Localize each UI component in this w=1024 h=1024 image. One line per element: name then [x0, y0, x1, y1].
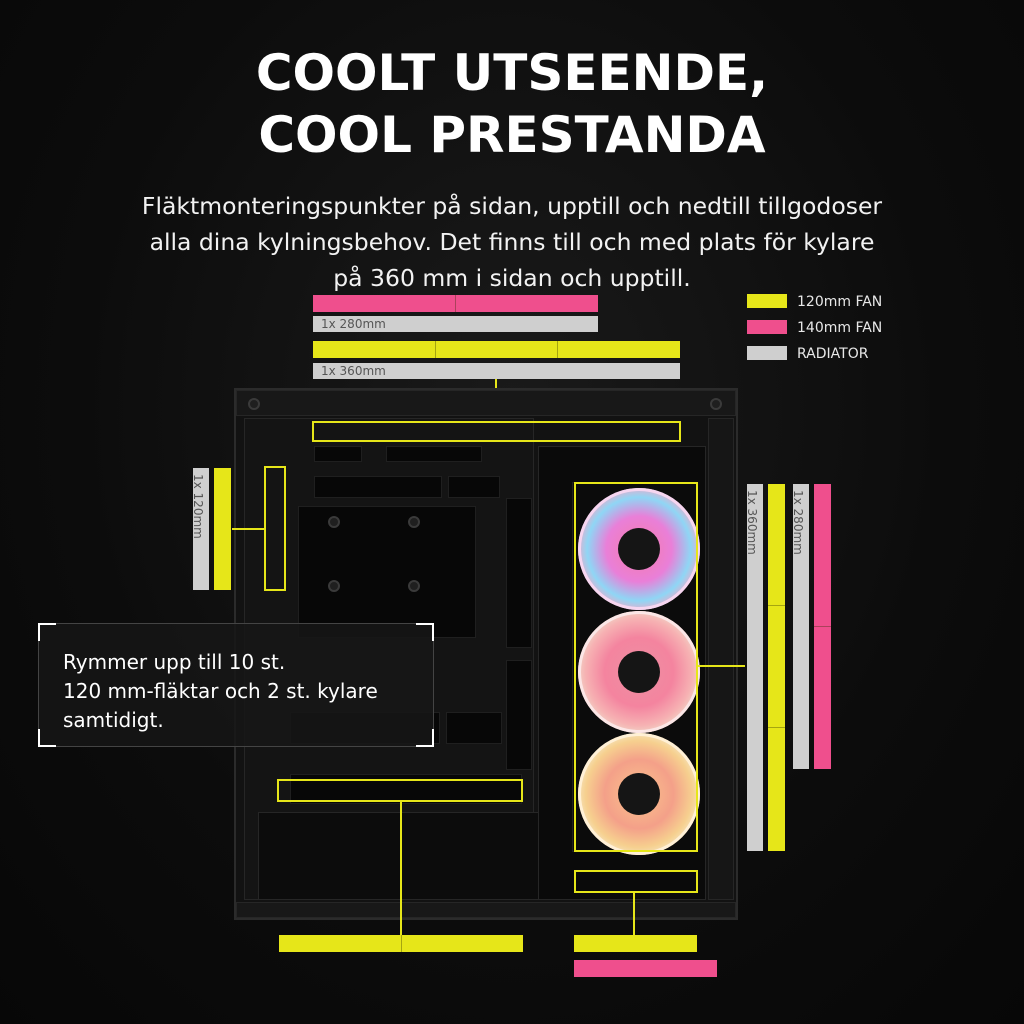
rear-120mm-fan-bar	[214, 468, 231, 590]
top-120mm-fan-bar	[313, 341, 680, 358]
front-fan-1	[578, 488, 700, 610]
callout-box: Rymmer upp till 10 st. 120 mm-fläktar oc…	[38, 623, 434, 747]
description-line-1: Fläktmonteringspunkter på sidan, upptill…	[141, 192, 883, 220]
legend-swatch-radiator	[747, 346, 787, 360]
bar-divider	[768, 605, 785, 606]
top-360mm-radiator-bar: 1x 360mm	[313, 363, 680, 379]
bar-divider	[557, 341, 558, 358]
callout-corner	[38, 729, 56, 747]
bottom-connector-line	[400, 801, 402, 936]
callout-corner	[38, 623, 56, 641]
callout-line-1: Rymmer upp till 10 st.	[63, 650, 286, 674]
bottom-side-mount-outline	[574, 870, 698, 893]
cable-channel	[506, 498, 532, 648]
front-fan-2	[578, 611, 700, 733]
standoff-hole	[408, 580, 420, 592]
legend-swatch-140mm-fan	[747, 320, 787, 334]
side-140mm-fan-bar	[814, 484, 831, 769]
standoff-hole	[328, 580, 340, 592]
fan-hub	[618, 773, 660, 815]
description-line-3: på 360 mm i sidan och upptill.	[333, 264, 691, 292]
side-120mm-fan-bar	[768, 484, 785, 851]
cable-cutout	[448, 476, 500, 498]
front-panel-edge	[708, 418, 734, 900]
legend-label-140mm-fan: 140mm FAN	[797, 320, 883, 336]
callout-corner	[416, 729, 434, 747]
cable-cutout	[314, 446, 362, 462]
side-280mm-radiator-bar: 1x 280mm	[791, 484, 809, 769]
page-title: COOLT UTSEENDE, COOL PRESTANDA	[0, 42, 1024, 166]
rear-connector-line	[232, 528, 265, 530]
bottom-mount-outline	[277, 779, 523, 802]
callout-text: Rymmer upp till 10 st. 120 mm-fläktar oc…	[63, 648, 378, 735]
side-mount-outline	[574, 482, 698, 852]
bottom-side-120mm-fan-bar	[574, 935, 697, 952]
top-mount-outline	[312, 421, 681, 442]
rear-120mm-radiator-bar: 1x 120mm	[191, 468, 209, 590]
case-screw-hole	[248, 398, 260, 410]
bottom-120mm-fan-bar	[279, 935, 523, 952]
case-top-rim	[236, 390, 736, 416]
rear-mount-outline	[264, 466, 286, 591]
case-bottom-rim	[236, 902, 736, 918]
bar-divider	[455, 295, 456, 312]
top-140mm-fan-bar	[313, 295, 598, 312]
cable-cutout	[314, 476, 442, 498]
bottom-side-connector-line	[633, 892, 635, 936]
front-fan-3	[578, 733, 700, 855]
side-360mm-radiator-label: 1x 360mm	[745, 490, 759, 555]
case-screw-hole	[710, 398, 722, 410]
legend-swatch-120mm-fan	[747, 294, 787, 308]
bar-divider	[814, 626, 831, 627]
legend-label-120mm-fan: 120mm FAN	[797, 294, 883, 310]
standoff-hole	[408, 516, 420, 528]
callout-line-2: 120 mm-fläktar och 2 st. kylare	[63, 679, 378, 703]
side-360mm-radiator-bar: 1x 360mm	[745, 484, 763, 851]
bar-divider	[768, 727, 785, 728]
standoff-hole	[328, 516, 340, 528]
top-280mm-radiator-bar: 1x 280mm	[313, 316, 598, 332]
cpu-cutout	[298, 506, 476, 638]
description: Fläktmonteringspunkter på sidan, upptill…	[60, 188, 964, 296]
callout-line-3: samtidigt.	[63, 708, 164, 732]
title-line-2: COOL PRESTANDA	[258, 106, 766, 164]
top-280mm-radiator-label: 1x 280mm	[321, 317, 386, 331]
callout-corner	[416, 623, 434, 641]
bottom-side-140mm-fan-bar	[574, 960, 717, 977]
title-line-1: COOLT UTSEENDE,	[255, 44, 769, 102]
side-280mm-radiator-label: 1x 280mm	[791, 490, 805, 555]
rear-120mm-radiator-label: 1x 120mm	[191, 474, 205, 539]
bar-divider	[435, 341, 436, 358]
top-360mm-radiator-label: 1x 360mm	[321, 364, 386, 378]
side-connector-line	[697, 665, 745, 667]
description-line-2: alla dina kylningsbehov. Det finns till …	[149, 228, 875, 256]
bar-divider	[401, 935, 402, 952]
cable-cutout	[446, 712, 502, 744]
cable-cutout	[386, 446, 482, 462]
legend-label-radiator: RADIATOR	[797, 346, 869, 362]
fan-hub	[618, 528, 660, 570]
cable-channel	[506, 660, 532, 770]
fan-hub	[618, 651, 660, 693]
